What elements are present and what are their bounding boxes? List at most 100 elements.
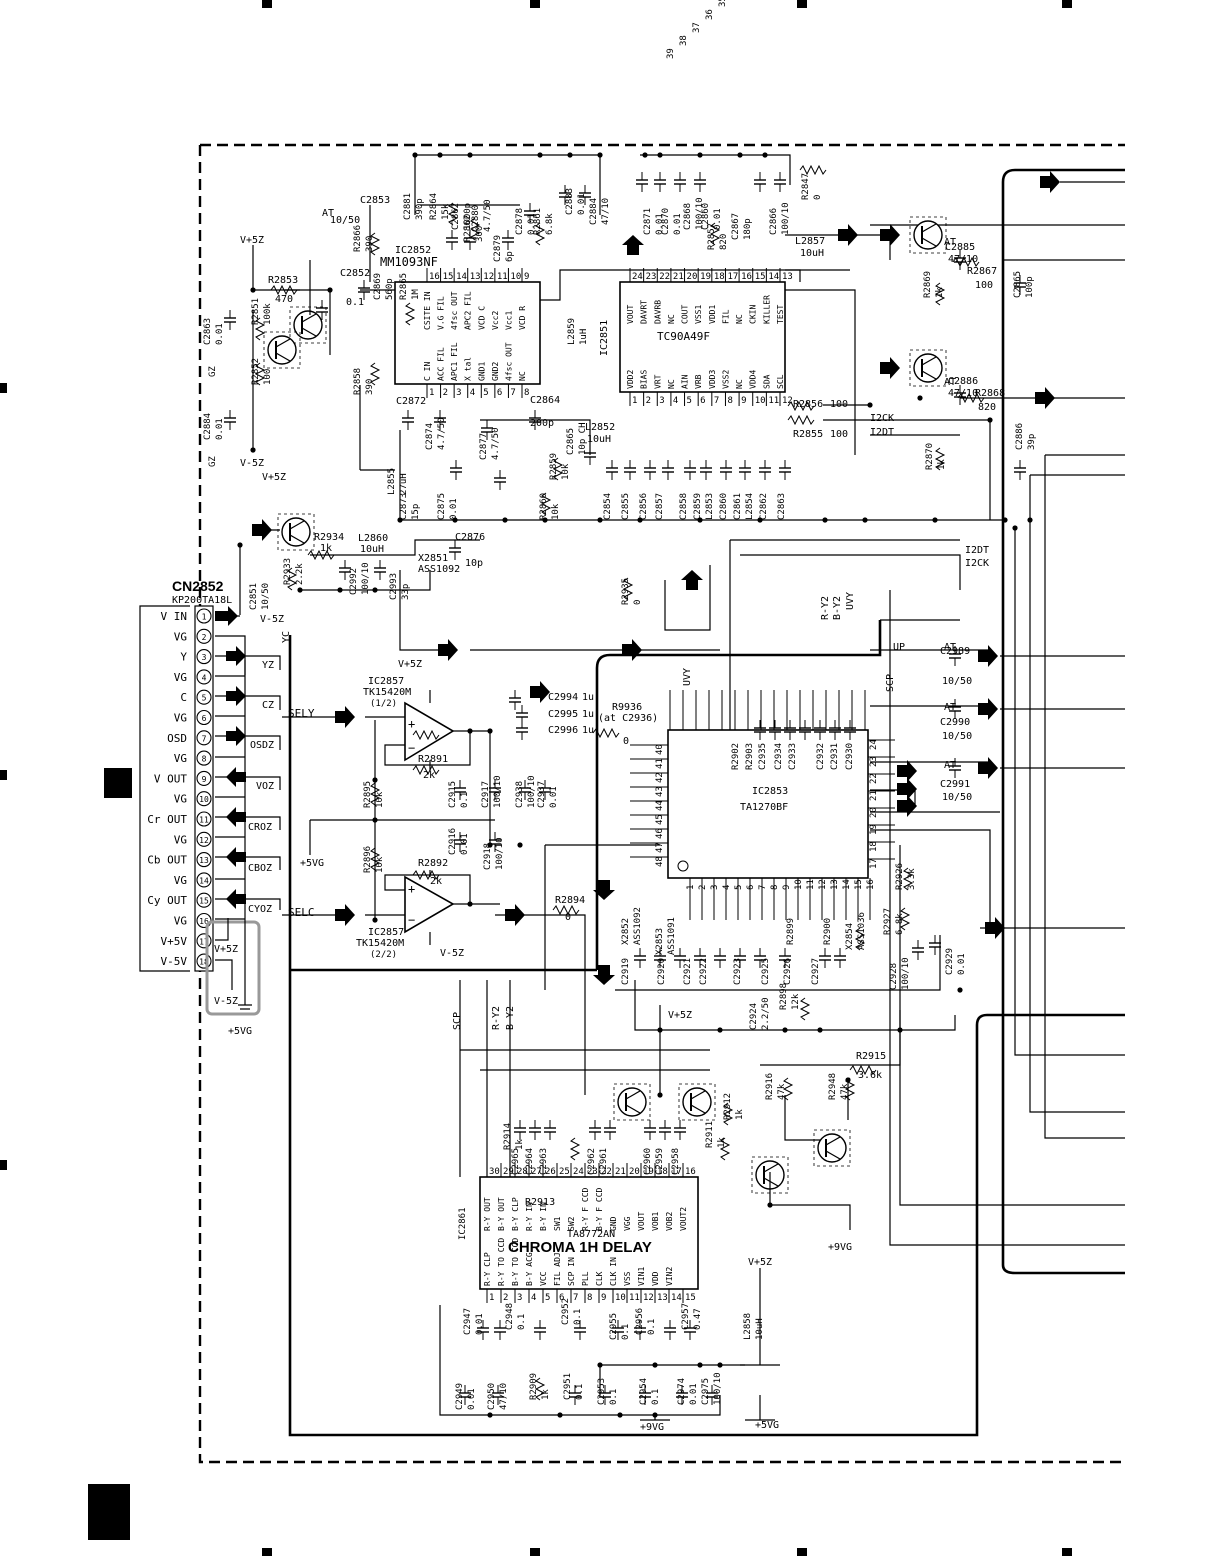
ic-pin-label-bottom: NC xyxy=(735,379,744,389)
connector-arrows xyxy=(215,606,246,909)
ic-pin-label-top: VCD C xyxy=(477,306,486,330)
board-outline xyxy=(198,143,1125,1464)
ic-pin-number-bottom: 12 xyxy=(643,1293,654,1303)
ic-pin-label-bottom: BIAS xyxy=(640,370,649,389)
ic-pin-label-bottom: VIN1 xyxy=(637,1267,646,1286)
ic-pin-number-top: 21 xyxy=(673,272,684,282)
svg-text:CBOZ: CBOZ xyxy=(248,863,272,874)
svg-text:0: 0 xyxy=(623,736,629,747)
component-label: C2875 xyxy=(437,493,447,520)
ic-pin-number-top: 18 xyxy=(714,272,725,282)
svg-text:VOZ: VOZ xyxy=(256,781,274,792)
component-label: 0 xyxy=(813,195,823,200)
ic-pin-number-top: 11 xyxy=(497,272,508,282)
component-label: C2870 xyxy=(661,208,671,235)
svg-text:R-Y2: R-Y2 xyxy=(820,596,831,620)
component-label: L2854 xyxy=(745,493,755,520)
body-net-labels: V+5Z V-5Z V+5Z V-5Z I2CK I2DT I2DT I2CK … xyxy=(208,235,989,1433)
component-label: C2926 xyxy=(783,958,793,985)
ic-pin-number-top: 17 xyxy=(727,272,738,282)
component-label: R2851 xyxy=(251,298,261,325)
ic-pin-label-top: VCD R xyxy=(518,306,527,330)
svg-text:YZ: YZ xyxy=(262,660,274,671)
svg-text:UVY: UVY xyxy=(845,592,856,610)
connector-pin-number: 1 xyxy=(202,613,207,622)
ic-pin-label-top: VOB2 xyxy=(665,1212,674,1231)
ic-pin-number-bottom: 9 xyxy=(601,1293,606,1303)
ic-pin-number-top: 23 xyxy=(587,1167,598,1177)
ic-pin-label-top: B-Y OUT xyxy=(497,1197,506,1231)
ic-pin-label-bottom: APC1 FIL xyxy=(450,342,459,381)
component-label: R2926 xyxy=(895,863,905,890)
svg-text:C2876: C2876 xyxy=(455,532,485,543)
svg-text:SELY: SELY xyxy=(288,707,315,720)
component-label: 0.1 xyxy=(575,1384,585,1400)
svg-text:C2853: C2853 xyxy=(360,195,390,206)
component-label: C2935 xyxy=(758,743,768,770)
component-label: C2937 xyxy=(537,781,547,808)
component-label: 0.01 xyxy=(655,213,665,235)
component-label: 10k xyxy=(561,463,571,480)
svg-text:C2872: C2872 xyxy=(396,396,426,407)
ic-pin-label-top: CKIN xyxy=(749,305,758,324)
svg-text:46: 46 xyxy=(655,828,665,839)
svg-text:4: 4 xyxy=(722,885,732,890)
svg-text:UP: UP xyxy=(893,642,905,653)
svg-text:CZ: CZ xyxy=(262,700,274,711)
component-label: C2879 xyxy=(493,235,503,262)
svg-text:R2868: R2868 xyxy=(975,388,1005,399)
connector-pin-label: OSD xyxy=(167,732,187,745)
component-label: C2959 xyxy=(655,1148,665,1175)
ic-pin-label-top: VOUT xyxy=(626,305,635,324)
component-label: 10k xyxy=(375,856,385,873)
ic-pin-number-bottom: 2 xyxy=(646,396,651,406)
ic-pin-number-bottom: 3 xyxy=(456,388,461,398)
connector-pin-label: VG xyxy=(174,671,187,684)
component-label: 6.8k xyxy=(895,913,905,935)
component-label: 100/10 xyxy=(495,837,505,870)
component-label: C2874 xyxy=(425,423,435,450)
svg-text:CHROMA 1H DELAY: CHROMA 1H DELAY xyxy=(508,1239,652,1256)
ic-pin-number-bottom: 11 xyxy=(768,396,779,406)
component-label: 10uH xyxy=(755,1318,765,1340)
ic-pin-label-bottom: NC xyxy=(667,379,676,389)
component-label: 0.01 xyxy=(957,953,967,975)
ic-pin-number-top: 13 xyxy=(470,272,481,282)
component-label: C2951 xyxy=(563,1373,573,1400)
connector-pin-13 xyxy=(196,852,212,868)
ic-pin-number-bottom: 3 xyxy=(659,396,664,406)
component-label: C2866 xyxy=(769,208,779,235)
svg-text:0: 0 xyxy=(565,912,571,923)
ic-pin-number-top: 20 xyxy=(687,272,698,282)
svg-text:B-Y2: B-Y2 xyxy=(505,1006,516,1030)
svg-text:10/50: 10/50 xyxy=(942,792,972,803)
connector-pin-label: VG xyxy=(174,874,187,887)
component-label: C2867 xyxy=(731,213,741,240)
ic-pin-number-bottom: 6 xyxy=(497,388,502,398)
svg-text:V-5Z: V-5Z xyxy=(440,948,464,959)
component-label: 15p xyxy=(411,504,421,520)
connector-pin-12 xyxy=(196,831,212,847)
svg-text:13: 13 xyxy=(830,879,840,890)
connector-pin-number: 4 xyxy=(202,673,207,682)
component-label: R2900 xyxy=(823,918,833,945)
svg-text:X2851: X2851 xyxy=(418,553,448,564)
signal-arrows xyxy=(252,171,1060,985)
connector-pin-15 xyxy=(196,892,212,908)
svg-text:+9VG: +9VG xyxy=(828,1242,852,1253)
svg-text:AT: AT xyxy=(944,237,956,248)
ic-pin-number-bottom: 7 xyxy=(714,396,719,406)
component-label: C2958 xyxy=(671,1148,681,1175)
component-labels: C2853 10/50 AT R2853 470 C2852 0.1 R2934… xyxy=(268,195,1005,1208)
svg-text:6: 6 xyxy=(746,885,756,890)
component-label: 180p xyxy=(743,218,753,240)
ic-pin-label-top: DAVRT xyxy=(640,300,649,324)
ic-pin-label-bottom: ACC FIL xyxy=(437,347,446,381)
component-label: 1k xyxy=(541,1389,551,1400)
component-label: 0.1 xyxy=(460,792,470,808)
svg-text:CROZ: CROZ xyxy=(248,822,272,833)
svg-text:1k: 1k xyxy=(320,543,332,554)
component-label: ASS1091 xyxy=(667,917,677,955)
component-label: R2902 xyxy=(731,743,741,770)
